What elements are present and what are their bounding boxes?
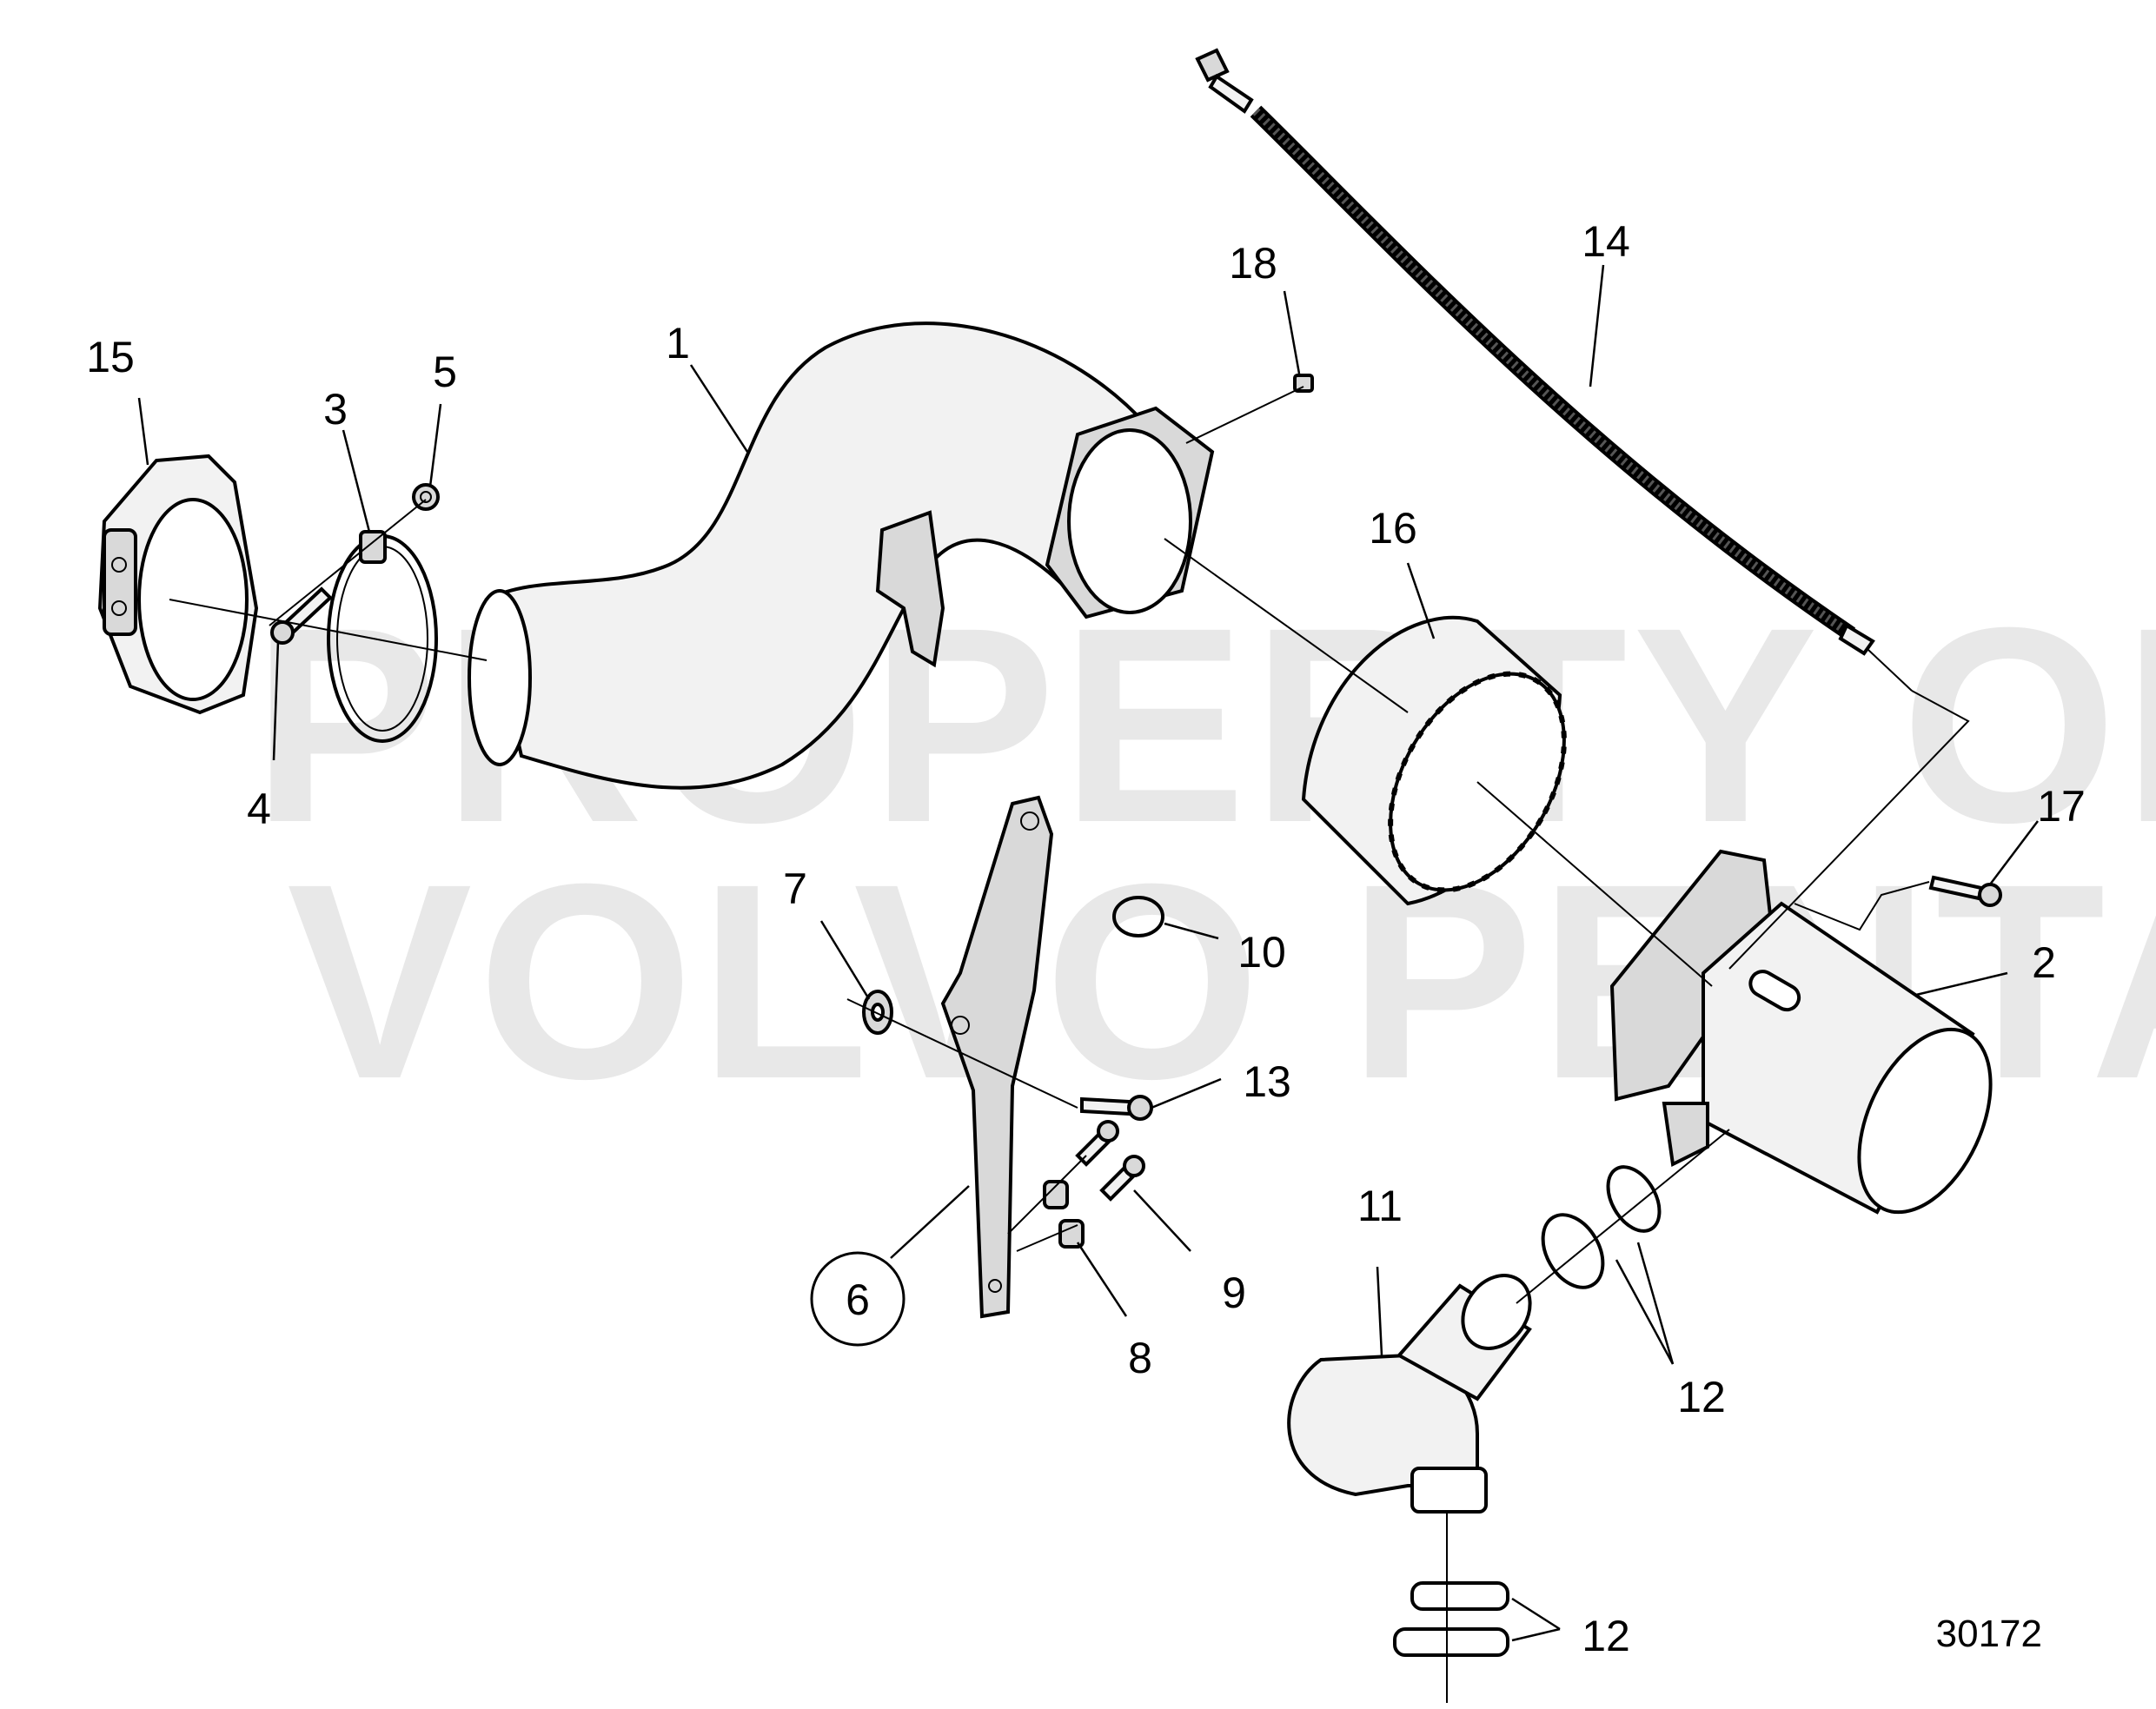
callout-13: 13 <box>1243 1057 1291 1106</box>
part-15-clamp-flange <box>97 454 259 715</box>
callout-18: 18 <box>1229 239 1277 288</box>
part-3-v-clamp <box>327 530 438 743</box>
callout-14: 14 <box>1582 217 1630 266</box>
figure-number: 30172 <box>1936 1613 2042 1655</box>
part-18-fitting <box>1293 374 1314 393</box>
callout-1: 1 <box>666 319 690 368</box>
callout-6-circle <box>810 1251 906 1347</box>
leader-lines <box>137 264 2039 1703</box>
callout-15: 15 <box>86 333 135 381</box>
callout-10: 10 <box>1237 928 1286 977</box>
callout-3: 3 <box>323 385 348 434</box>
part-5-nut <box>412 483 440 511</box>
part-8-spacers <box>1043 1180 1085 1249</box>
callout-5: 5 <box>433 348 457 396</box>
callout-2: 2 <box>2032 938 2056 987</box>
part-6-bracket <box>940 795 1054 1319</box>
callout-4: 4 <box>247 785 271 833</box>
callout-8: 8 <box>1128 1334 1152 1382</box>
part-7-washer <box>862 990 893 1035</box>
callouts: 1 2 3 4 5 6 7 8 9 10 11 12 12 13 14 15 1… <box>86 217 2086 1660</box>
callout-17: 17 <box>2037 782 2086 831</box>
part-11-elbow <box>1287 1274 1532 1514</box>
part-2-outlet-pipe <box>1609 849 1993 1215</box>
callout-16: 16 <box>1369 504 1417 553</box>
callout-6: 6 <box>846 1275 870 1324</box>
part-1-exhaust-elbow <box>468 321 1215 790</box>
callout-9: 9 <box>1222 1269 1246 1317</box>
callout-12-a: 12 <box>1677 1373 1726 1421</box>
callout-12-b: 12 <box>1582 1612 1630 1660</box>
part-12-hose-clamps <box>1393 1165 1662 1657</box>
callout-7: 7 <box>783 864 807 913</box>
part-10-clip <box>1112 896 1164 937</box>
part-14-sensor-cable <box>1195 48 1913 692</box>
callout-11: 11 <box>1357 1182 1403 1230</box>
